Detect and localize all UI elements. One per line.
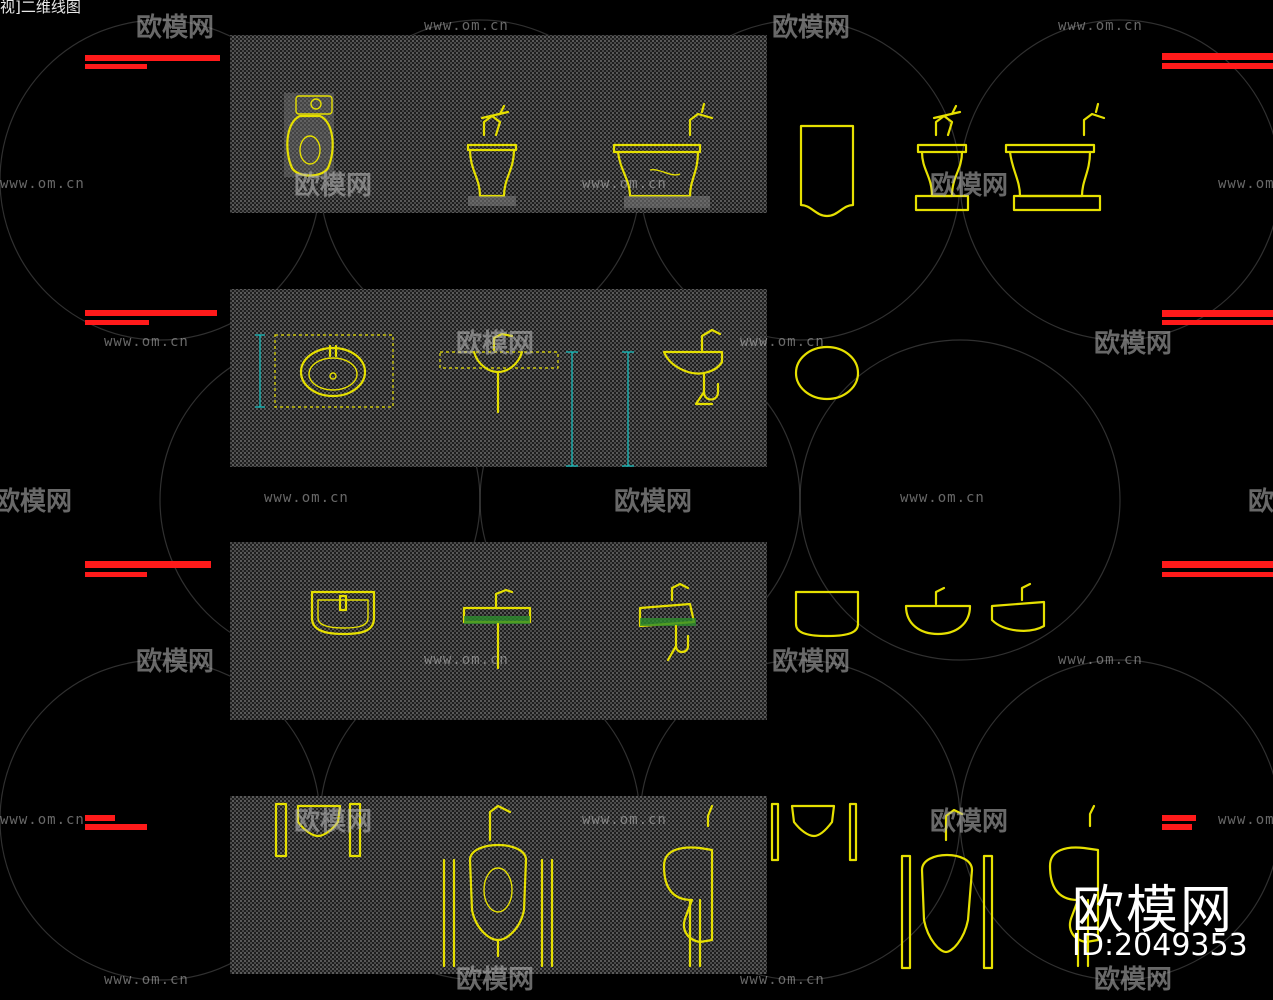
watermark-url: www.om.cn [582, 176, 667, 192]
wall-basin-outline-mid [904, 586, 972, 636]
urinal-side-elevation-drawing [662, 804, 714, 968]
watermark-url: www.om.cn [900, 490, 985, 506]
watermark-brand: 欧模网 [1248, 486, 1273, 517]
watermark-url: www.om.cn [582, 812, 667, 828]
wall-basin-front-elevation-drawing [462, 588, 532, 670]
watermark-brand: 欧模网 [772, 12, 850, 43]
watermark-url: www.om.cn [740, 972, 825, 988]
bidet-outline-side [1004, 102, 1106, 212]
watermark-url: www.om.cn [0, 812, 85, 828]
toilet-outline-elevation [799, 124, 855, 218]
wall-basin-outline-side [990, 582, 1046, 632]
wall-basin-outline-front [794, 590, 860, 638]
basin-oval-outline [794, 345, 860, 401]
watermark-url: www.om.cn [1218, 812, 1273, 828]
watermark-brand: 欧模网 [0, 486, 72, 517]
watermark-url: www.om.cn [424, 652, 509, 668]
watermark-url: www.om.cn [1058, 652, 1143, 668]
urinal-front-elevation-drawing [442, 804, 554, 968]
watermark-brand: 欧模网 [294, 170, 372, 201]
watermark-brand: 欧模网 [136, 646, 214, 677]
watermark-brand: 欧模网 [136, 12, 214, 43]
bidet-side-elevation-drawing [612, 102, 714, 208]
watermark-brand: 欧模网 [772, 646, 850, 677]
overlay-model-id: ID:2049353 [1072, 928, 1248, 963]
overlay-brand-logo: 欧模网 [1072, 881, 1235, 941]
watermark-url-group: www.om.cn www.om.cn www.om.cn www.om.cn … [0, 18, 1273, 988]
watermark-brand: 欧模网 [456, 328, 534, 359]
watermark-brand: 欧模网 [294, 806, 372, 837]
watermark-brand: 欧模网 [1094, 964, 1172, 995]
watermark-brand-group: 欧模网 欧模网 欧模网 欧模网 欧模网 欧模网 欧模网 欧模网 欧模网 欧模网 … [0, 12, 1273, 995]
watermark-brand: 欧模网 [930, 806, 1008, 837]
urinal-screen-plan-drawing [274, 802, 362, 858]
watermark-brand: 欧模网 [456, 964, 534, 995]
wall-basin-plan-drawing [310, 590, 376, 636]
urinal-screen-outline [770, 802, 858, 862]
watermark-url: www.om.cn [0, 176, 85, 192]
watermark-url: www.om.cn [424, 18, 509, 34]
red-label-bars [85, 53, 1273, 830]
toilet-plan-drawing [284, 93, 334, 177]
watermark-url: www.om.cn [1218, 176, 1273, 192]
bidet-front-elevation-drawing [466, 104, 518, 206]
watermark-brand: 欧模网 [930, 170, 1008, 201]
basin-front-elevation-drawing [439, 332, 578, 467]
watermark-url: www.om.cn [264, 490, 349, 506]
watermark-url: www.om.cn [1058, 18, 1143, 34]
watermark-url: www.om.cn [740, 334, 825, 350]
basin-side-elevation-drawing [622, 328, 724, 467]
wall-basin-side-elevation-drawing [638, 582, 696, 662]
watermark-url: www.om.cn [104, 334, 189, 350]
urinal-outline-side [1048, 804, 1100, 968]
urinal-outline-front [900, 808, 994, 970]
watermark-brand: 欧模网 [614, 486, 692, 517]
watermark-url: www.om.cn [104, 972, 189, 988]
watermark-brand: 欧模网 [1094, 328, 1172, 359]
basin-plan-drawing [255, 334, 394, 408]
drawing-title-fragment: 视]二维线图 [0, 0, 81, 16]
bidet-outline-front [914, 104, 970, 212]
